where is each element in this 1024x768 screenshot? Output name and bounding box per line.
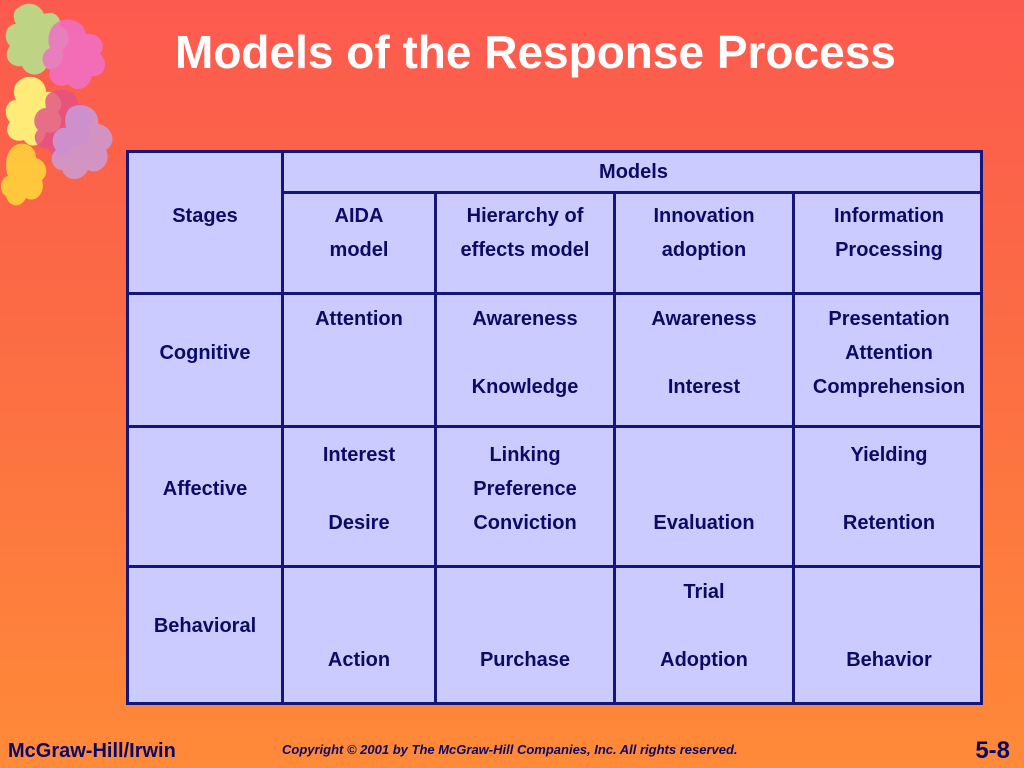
cell-information-affective-3: Retention — [842, 512, 936, 534]
models-header: Models — [599, 161, 668, 183]
column-header-stages: Stages — [172, 205, 238, 227]
column-header-aida-line1: AIDA — [334, 205, 384, 227]
cell-hierarchy-behavioral-3: Purchase — [479, 649, 571, 671]
stage-label-cognitive: Cognitive — [159, 342, 251, 364]
response-models-table: Models Stages AIDA model Hierarchy of ef… — [126, 150, 983, 705]
publisher-label: McGraw-Hill/Irwin — [8, 740, 176, 762]
slide-title: Models of the Response Process — [175, 26, 896, 78]
cell-aida-affective-3: Desire — [328, 512, 390, 534]
cell-information-cognitive-1: Presentation — [828, 308, 950, 330]
column-header-aida-line2: model — [329, 239, 389, 261]
column-header-hierarchy-line2: effects model — [460, 239, 590, 261]
cell-innovation-behavioral-1: Trial — [683, 581, 725, 603]
column-header-hierarchy-line1: Hierarchy of — [466, 205, 584, 227]
cell-innovation-behavioral-3: Adoption — [660, 649, 748, 671]
cell-aida-behavioral-3: Action — [327, 649, 391, 671]
cell-aida-cognitive-1: Attention — [315, 308, 403, 330]
cell-information-behavioral-3: Behavior — [846, 649, 932, 671]
cell-aida-affective-1: Interest — [322, 444, 396, 466]
stage-label-behavioral: Behavioral — [153, 615, 257, 637]
column-header-information-line1: Information — [834, 205, 944, 227]
column-header-information-line2: Processing — [835, 239, 943, 261]
cell-hierarchy-affective-1: Linking — [489, 444, 561, 466]
cell-innovation-cognitive-1: Awareness — [651, 308, 757, 330]
cell-hierarchy-cognitive-3: Knowledge — [471, 376, 579, 398]
slide-number: 5-8 — [975, 737, 1010, 764]
cell-innovation-affective-3: Evaluation — [653, 512, 755, 534]
cell-information-cognitive-2: Attention — [845, 342, 933, 364]
puzzle-decoration-icon — [0, 3, 113, 206]
cell-information-cognitive-3: Comprehension — [812, 376, 966, 398]
cell-hierarchy-affective-3: Conviction — [473, 512, 577, 534]
column-header-innovation-line2: adoption — [661, 239, 747, 261]
cell-hierarchy-affective-2: Preference — [473, 478, 577, 500]
column-header-innovation-line1: Innovation — [653, 205, 755, 227]
cell-innovation-cognitive-3: Interest — [667, 376, 741, 398]
cell-hierarchy-cognitive-1: Awareness — [472, 308, 578, 330]
copyright-notice: Copyright © 2001 by The McGraw-Hill Comp… — [282, 742, 738, 757]
cell-information-affective-1: Yielding — [850, 444, 928, 466]
stage-label-affective: Affective — [162, 478, 248, 500]
